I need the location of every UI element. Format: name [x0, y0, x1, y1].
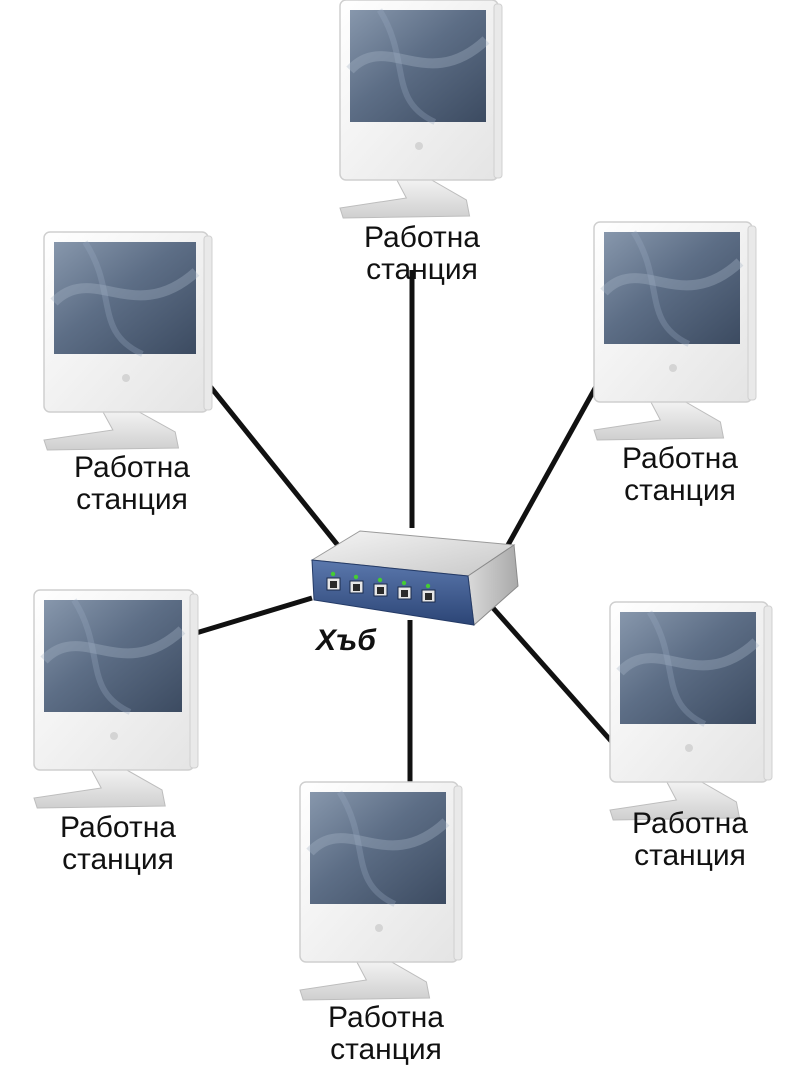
hub-led	[330, 571, 336, 577]
monitor-stand	[609, 781, 741, 821]
workstation-label-line1: Работна	[328, 1001, 444, 1034]
workstation-label-line1: Работна	[74, 451, 190, 484]
workstation-monitor	[33, 589, 199, 809]
cable-top-left	[203, 378, 342, 550]
hub-port-socket	[330, 581, 337, 588]
cable-right	[491, 606, 614, 744]
monitor-logo	[122, 374, 130, 382]
monitor-logo	[110, 732, 118, 740]
workstation-label-line2: станция	[624, 474, 736, 507]
workstation-label-line2: станция	[634, 839, 746, 872]
workstation-monitors	[33, 0, 773, 1001]
hub-led	[353, 574, 359, 580]
hub-port-socket	[377, 587, 384, 594]
screen-swirl	[616, 638, 760, 676]
screen-swirl	[306, 818, 450, 856]
monitor-screen	[620, 612, 756, 724]
monitor-logo	[415, 142, 423, 150]
monitor-screen	[604, 232, 740, 344]
screen-swirl-2	[376, 8, 437, 125]
monitor-logo	[669, 364, 677, 372]
screen-swirl-2	[71, 598, 132, 715]
screen-swirl-2	[646, 610, 707, 727]
hub-port-socket	[353, 584, 360, 591]
screen-swirl	[600, 258, 744, 296]
screen-swirl-2	[630, 230, 691, 347]
monitor-screen	[310, 792, 446, 904]
screen-swirl	[40, 626, 186, 664]
hub-front-face	[311, 559, 475, 626]
monitor-stand	[43, 411, 180, 451]
monitor-edge	[189, 593, 199, 769]
monitor-stand	[339, 179, 471, 219]
workstation-monitor	[609, 601, 773, 821]
monitor-edge	[763, 605, 773, 781]
hub-led	[425, 583, 431, 589]
hub-label: Хъб	[316, 624, 376, 657]
workstation-label-line2: станция	[76, 483, 188, 516]
workstation-monitor	[43, 231, 213, 451]
workstation-monitor	[299, 781, 463, 1001]
monitor-logo	[375, 924, 383, 932]
cable-top-right	[505, 381, 601, 547]
workstation-monitor	[339, 0, 503, 219]
screen-swirl-2	[82, 240, 144, 357]
workstation-label-line1: Работна	[60, 811, 176, 844]
monitor-edge	[203, 235, 213, 411]
hub-led	[401, 580, 407, 586]
monitor-stand	[299, 961, 431, 1001]
monitor-edge	[453, 785, 463, 961]
monitor-edge	[493, 3, 503, 179]
hub-device	[310, 530, 519, 627]
monitor-screen	[54, 242, 196, 354]
workstation-monitor	[593, 221, 757, 441]
monitor-stand	[33, 769, 166, 809]
monitor-stand	[593, 401, 725, 441]
workstation-label-line2: станция	[366, 253, 478, 286]
workstation-label-line2: станция	[62, 843, 174, 876]
monitor-logo	[685, 744, 693, 752]
cables	[195, 270, 614, 783]
hub-ports	[326, 571, 436, 603]
screen-swirl-2	[336, 790, 397, 907]
screen-swirl	[346, 36, 490, 74]
hub-led	[377, 577, 383, 583]
monitor-screen	[350, 10, 486, 122]
hub-port-socket	[401, 590, 408, 597]
hub-port-socket	[425, 593, 432, 600]
workstation-label-line1: Работна	[622, 442, 738, 475]
workstation-label-line1: Работна	[632, 807, 748, 840]
workstation-label-line1: Работна	[364, 221, 480, 254]
cable-left	[195, 595, 313, 636]
screen-swirl	[50, 268, 200, 306]
monitor-screen	[44, 600, 182, 712]
monitor-edge	[747, 225, 757, 401]
workstation-label-line2: станция	[330, 1033, 442, 1066]
